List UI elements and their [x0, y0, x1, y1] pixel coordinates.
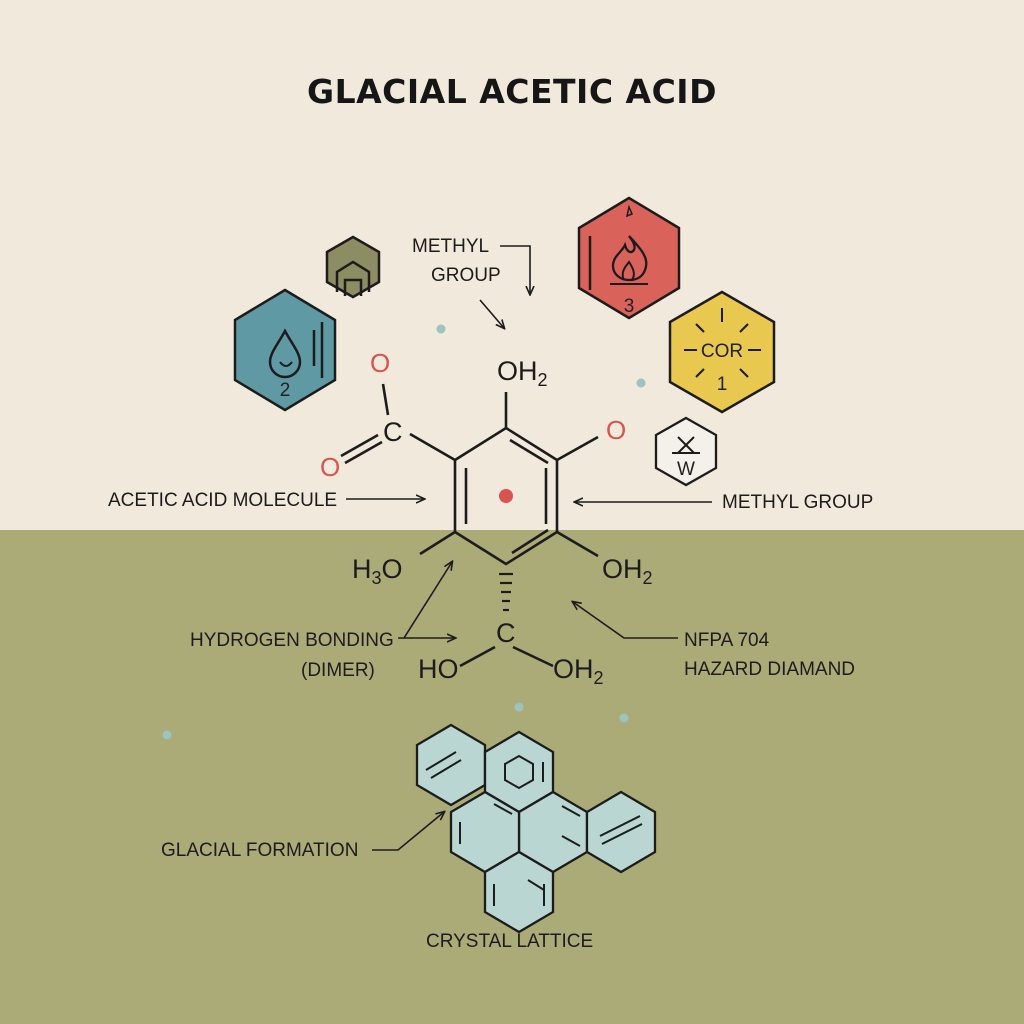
label-nfpa-line1: NFPA 704 [684, 630, 770, 651]
molecule-bonds [340, 383, 599, 668]
health-hazard-hexagon: 2 [233, 288, 337, 412]
crystal-lattice [415, 723, 657, 934]
label-hydrogen-bonding-line1: HYDROGEN BONDING [190, 630, 394, 651]
label-nfpa-line2: HAZARD DIAMAND [684, 659, 855, 680]
annotation-arrows [346, 245, 712, 851]
center-dot [499, 489, 513, 503]
flammability-hazard-hexagon: 3 [577, 196, 681, 320]
health-rating: 2 [280, 380, 291, 401]
special-hazard-text: COR [701, 341, 743, 362]
atom-oh2-top: OH2 [497, 356, 548, 390]
atom-oh2-bottom: OH2 [553, 654, 604, 688]
water-reactive-text: W [677, 459, 695, 480]
droplet-icon [268, 328, 302, 379]
cross-icon [672, 436, 700, 454]
atom-ho-bottom: HO [418, 654, 459, 684]
label-glacial-formation: GLACIAL FORMATION [161, 840, 358, 861]
label-methyl-top-line1: METHYL [412, 236, 489, 257]
sunburst-icon [684, 308, 761, 378]
atom-c-carbonyl: C [383, 417, 403, 447]
small-hexagon-icon [325, 235, 381, 299]
hashed-wedge-bond [499, 572, 513, 612]
atom-oh2-right: OH2 [602, 554, 653, 588]
crystal-lattice-inner-lines [425, 751, 643, 906]
atom-o-top-left: O [370, 348, 390, 378]
label-acetic-acid-molecule: ACETIC ACID MOLECULE [108, 490, 337, 511]
atom-o-left: O [320, 452, 340, 482]
label-methyl-top-line2: GROUP [431, 265, 501, 286]
flammability-rating: 3 [624, 296, 635, 317]
decorative-dots [162, 324, 646, 740]
flame-icon [611, 235, 648, 282]
special-hazard-hexagon: COR 1 [668, 290, 776, 414]
atom-h3o: H3O [352, 554, 403, 588]
label-hydrogen-bonding-line2: (DIMER) [301, 660, 375, 681]
label-methyl-group-right: METHYL GROUP [722, 492, 873, 513]
atom-o-right: O [606, 415, 626, 445]
page-title: GLACIAL ACETIC ACID [307, 72, 717, 111]
label-crystal-lattice: CRYSTAL LATTICE [426, 931, 593, 952]
atom-c-bottom: C [496, 618, 516, 648]
water-reactive-hexagon: W [654, 416, 718, 487]
special-hazard-rating: 1 [717, 374, 728, 395]
